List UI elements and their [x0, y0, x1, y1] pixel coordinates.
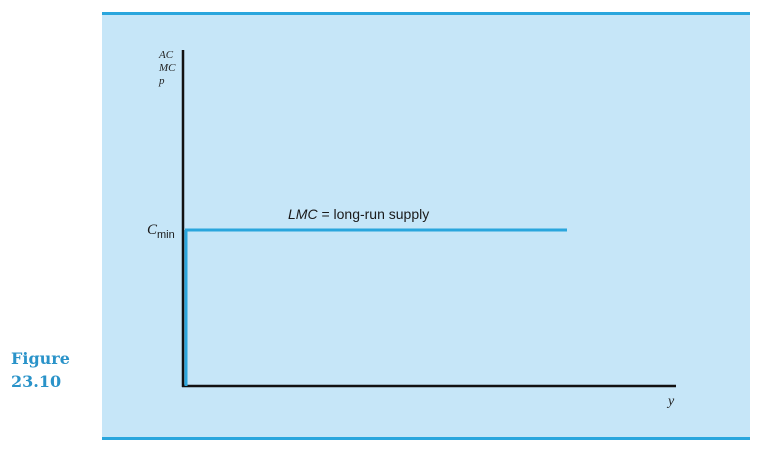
x-axis-label: y — [666, 394, 675, 409]
figure-label-number: 23.10 — [11, 372, 62, 391]
cmin-main: C — [147, 222, 158, 238]
y-axis-label-mc: MC — [158, 62, 176, 74]
y-axis-label-ac: AC — [158, 49, 174, 61]
figure-label: Figure 23.10 — [11, 347, 70, 393]
supply-curve-label-rest: = long-run supply — [318, 206, 430, 222]
supply-curve-label: LMC = long-run supply — [288, 206, 429, 222]
figure-label-word: Figure — [11, 349, 70, 368]
cmin-subscript: min — [157, 229, 175, 241]
chart-panel — [102, 12, 750, 440]
cmin-tick-label: Cmin — [147, 222, 175, 241]
supply-curve-label-italic: LMC — [288, 206, 318, 222]
y-axis-label-p: p — [158, 75, 165, 87]
